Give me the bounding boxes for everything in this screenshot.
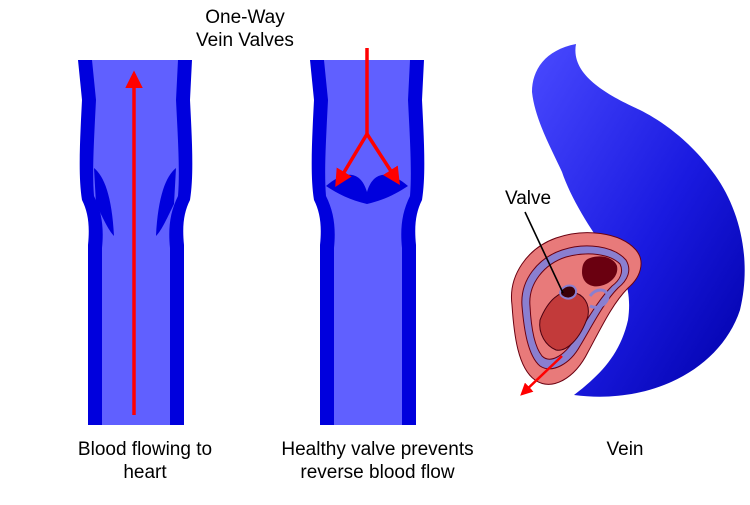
caption-healthy-valve: Healthy valve prevents reverse blood flo… (255, 438, 500, 484)
exit-flow-arrow (520, 355, 563, 396)
vein-3d-illustration (511, 44, 745, 397)
valve-leaflet-left (94, 168, 114, 236)
diagram-title: One-Way Vein Valves (160, 6, 330, 52)
caption-line-1: Healthy valve prevents (281, 439, 474, 460)
caption-line-2: heart (123, 462, 167, 483)
vein-tube-open-valve (78, 60, 193, 425)
caption-line-1: Blood flowing to (77, 439, 213, 460)
deflected-arrow-right (365, 133, 400, 185)
valve-leaflet-right (156, 168, 176, 236)
valve-fold-right (588, 288, 610, 309)
valve-callout-line (524, 211, 564, 294)
valve-opening (559, 284, 578, 300)
title-line-1: One-Way (205, 7, 285, 28)
valve-callout-label: Valve (504, 188, 552, 209)
caption-line-2: reverse blood flow (300, 462, 455, 483)
caption-blood-flow: Blood flowing to heart (30, 438, 260, 484)
vein-body (532, 44, 745, 397)
vein-lumen (324, 60, 411, 425)
vein-cross-section (511, 232, 642, 385)
caption-vein: Vein (580, 438, 670, 461)
title-line-2: Vein Valves (196, 30, 294, 51)
deflected-arrow-left (335, 133, 369, 188)
vein-tube-closed-valve (310, 48, 425, 425)
caption-line-1: Vein (606, 439, 644, 460)
vein-lumen-cavity (582, 256, 618, 287)
